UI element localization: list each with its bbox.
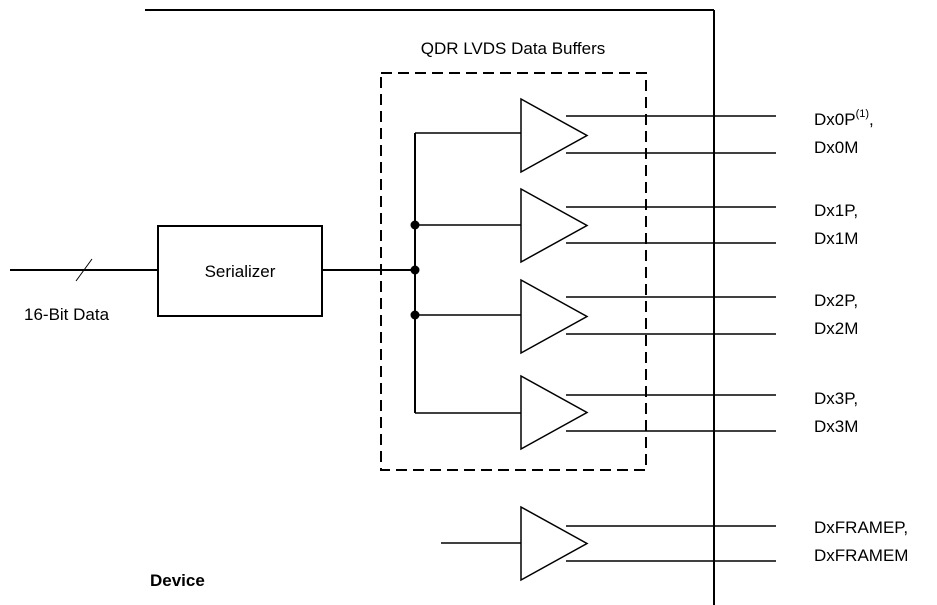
serializer-block (157, 225, 323, 317)
buffer-group-box (380, 72, 647, 471)
device-boundary (145, 9, 715, 605)
bus-slash (75, 258, 93, 282)
lvds-buffer-2 (520, 278, 589, 355)
pin-label-dx0m: Dx0M (814, 138, 858, 157)
lvds-buffers (520, 97, 589, 582)
output-labels: Dx0P(1), Dx0M Dx1P, Dx1M Dx2P, Dx2M Dx3P… (814, 108, 908, 565)
pin-label-dx0p: Dx0P(1), (814, 108, 874, 129)
lvds-buffer-3 (520, 374, 589, 451)
lvds-buffer-1 (520, 187, 589, 264)
pin-label-dx2p: Dx2P, (814, 291, 858, 310)
pin-label-framem: DxFRAMEM (814, 546, 908, 565)
pin-label-dx1p: Dx1P, (814, 201, 858, 220)
device-label: Device (150, 571, 205, 590)
input-bus (10, 258, 158, 282)
branch-lines (415, 132, 521, 414)
pin-label-framep: DxFRAMEP, (814, 518, 908, 537)
pin-label-dx3m: Dx3M (814, 417, 858, 436)
junction-dot (410, 265, 420, 275)
input-label: 16-Bit Data (24, 305, 110, 324)
lvds-buffer-0 (520, 97, 589, 174)
pin-label-dx3p: Dx3P, (814, 389, 858, 408)
pin-label-dx2m: Dx2M (814, 319, 858, 338)
serializer-label: Serializer (205, 262, 276, 281)
frame-buffer (520, 505, 589, 582)
pin-label-dx1m: Dx1M (814, 229, 858, 248)
buffer-group-title: QDR LVDS Data Buffers (421, 39, 606, 58)
output-lines (441, 115, 776, 562)
